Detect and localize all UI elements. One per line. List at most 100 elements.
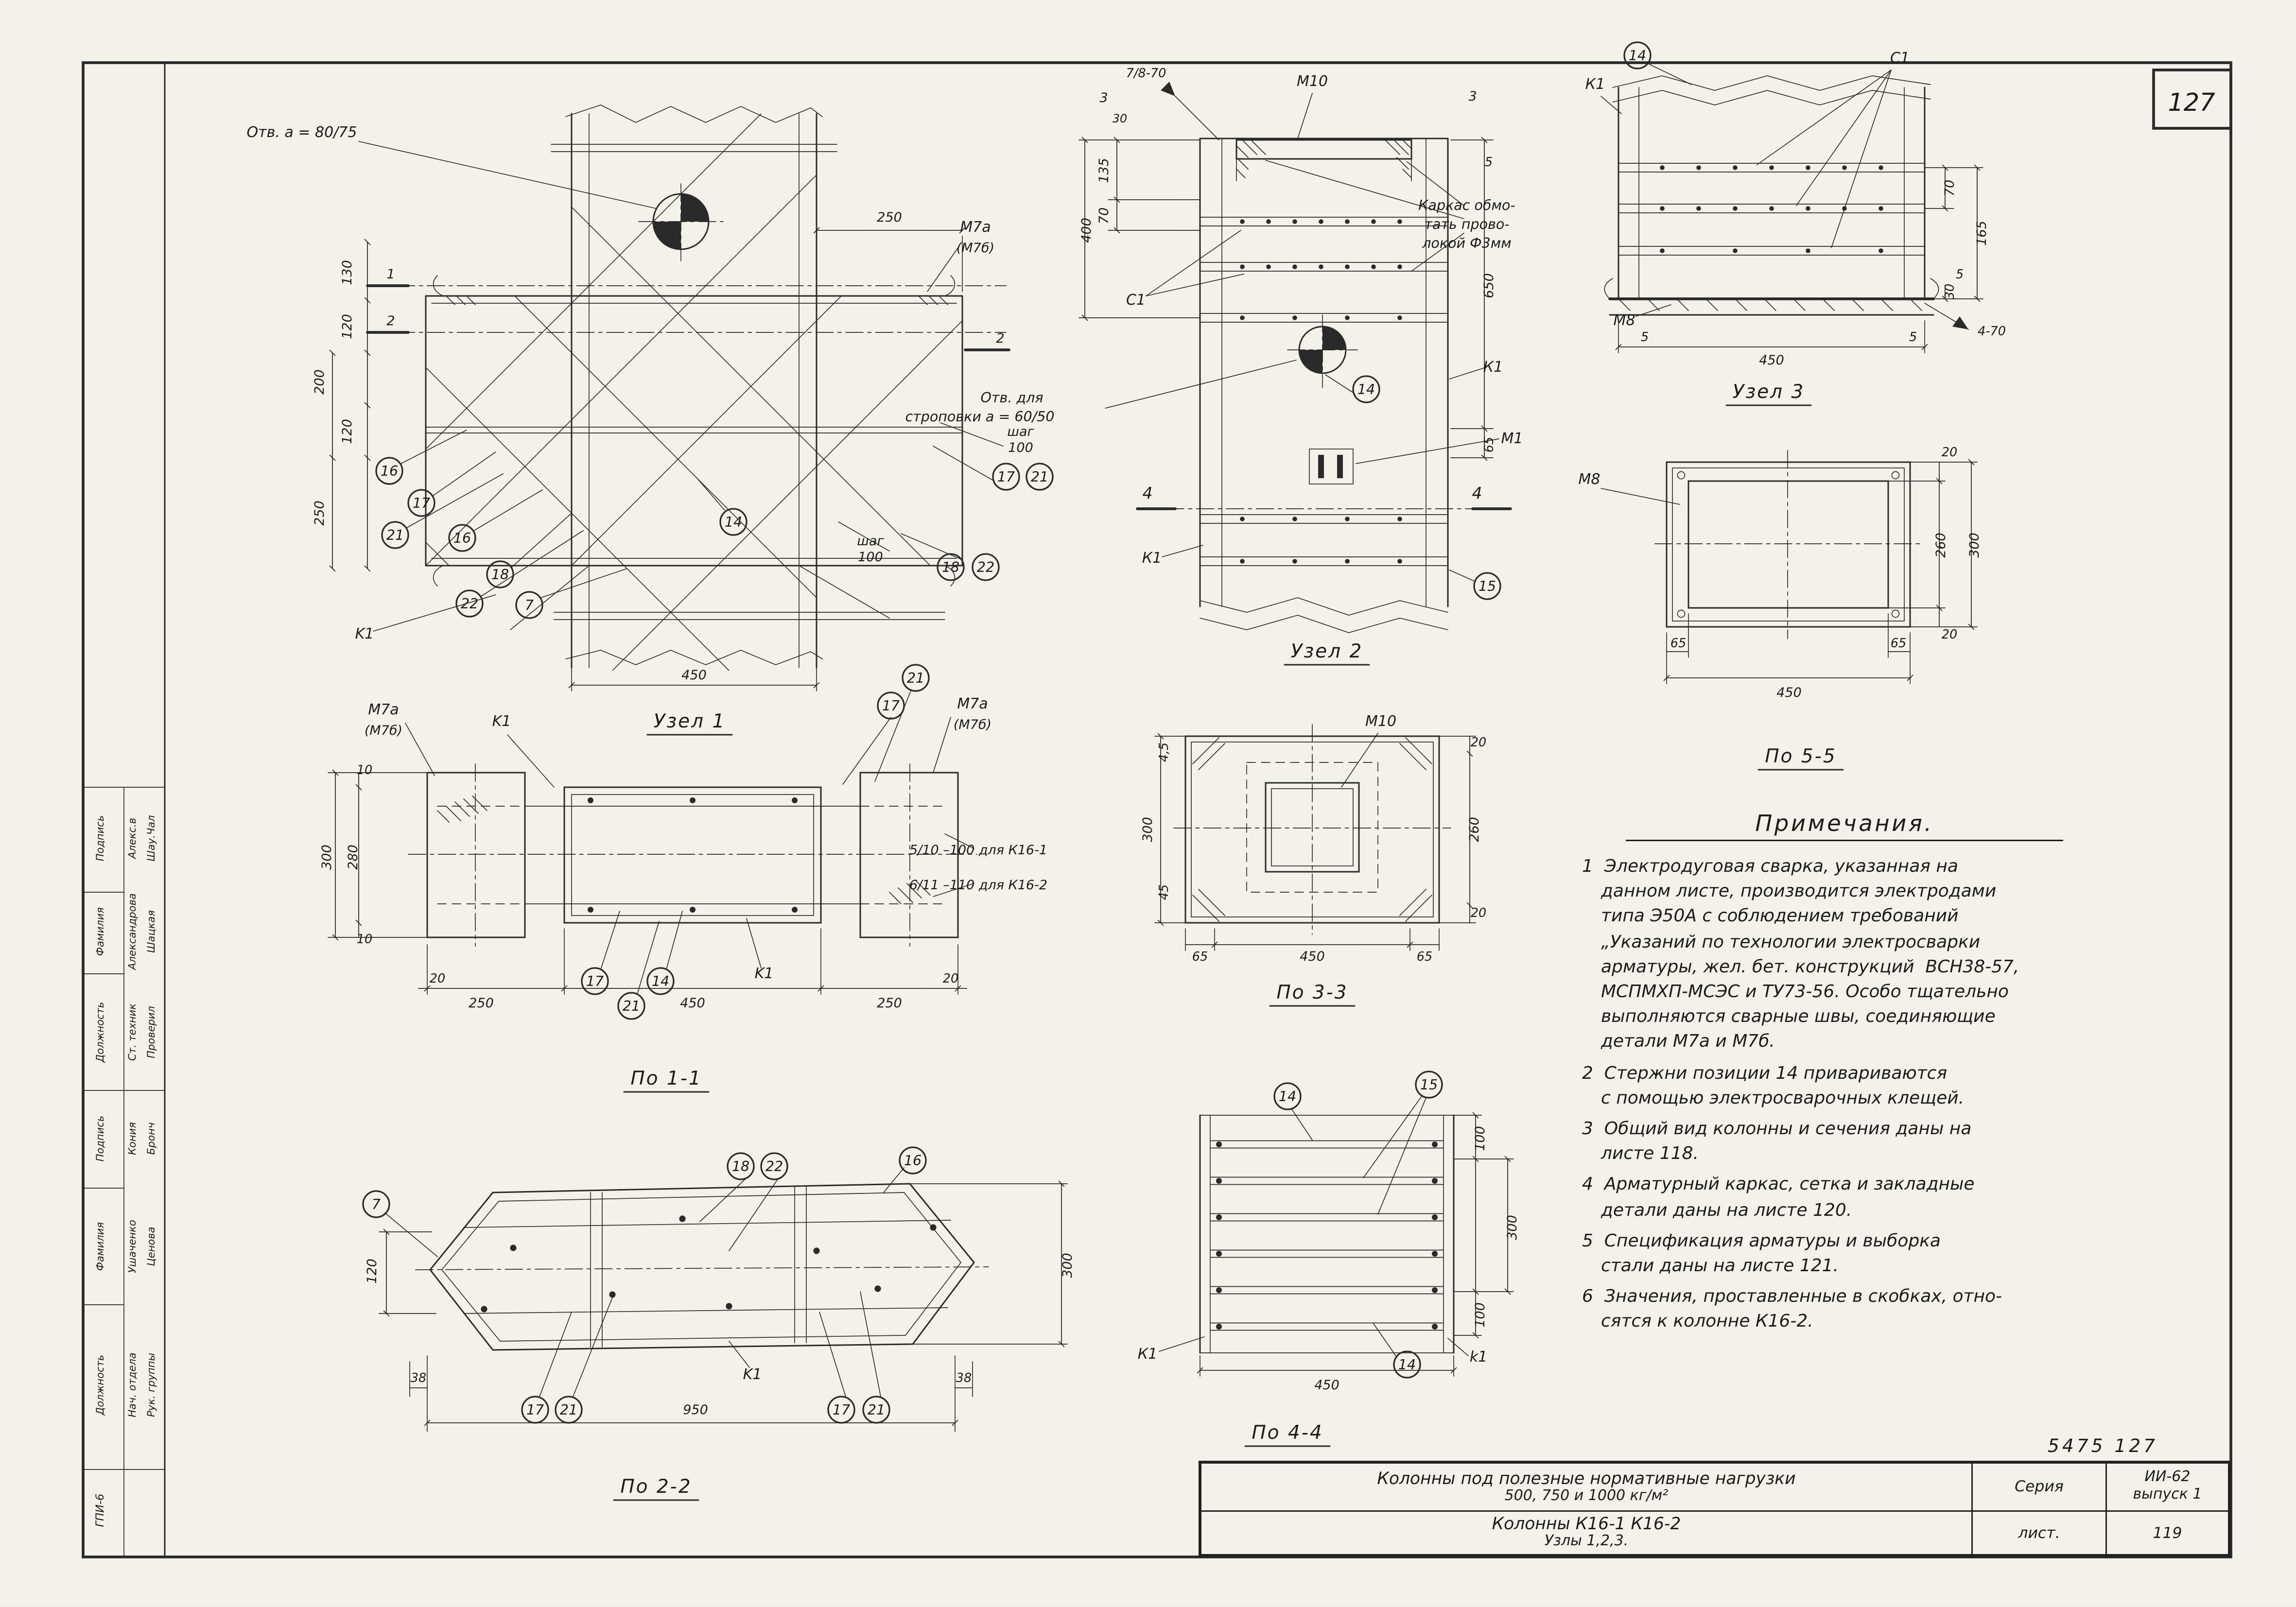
- columns-name: Колонны К16-1 К16-2: [1492, 1513, 1681, 1534]
- dim-label: 65: [1482, 437, 1496, 452]
- title-block-loads: 500, 750 и 1000 кг/м²: [1504, 1487, 1669, 1504]
- callout-7: 7: [362, 1190, 390, 1218]
- dim-label: 100: [1008, 440, 1033, 455]
- dim-label: K1: [355, 625, 374, 642]
- svg-text:17: 17: [882, 698, 900, 714]
- dim-label: М7а: [957, 695, 988, 712]
- dim-label: K1: [492, 713, 511, 730]
- document-number: 5475 127: [2048, 1434, 2158, 1456]
- nodes-name: Узлы 1,2,3.: [1544, 1534, 1629, 1550]
- dim-label: 250: [469, 996, 494, 1011]
- dim-label: 6/11 –110 для К16-2: [909, 878, 1047, 893]
- drawing-title: Узел 2: [1291, 640, 1363, 662]
- callout-22: 22: [760, 1152, 788, 1180]
- stamp-label: Ушаченко: [126, 1220, 138, 1273]
- stamp-label: Рук. группы: [145, 1353, 157, 1417]
- notes-title: Примечания.: [1626, 811, 2063, 841]
- svg-text:14: 14: [1629, 48, 1646, 64]
- dim-label: 100: [1473, 1302, 1488, 1328]
- dim-label: 20: [943, 971, 958, 986]
- dim-label: 65: [1670, 636, 1686, 651]
- svg-text:14: 14: [725, 514, 742, 530]
- dim-label: 38: [956, 1371, 972, 1385]
- dim-label: 65: [1417, 950, 1432, 964]
- stamp-label: Ценова: [145, 1227, 157, 1266]
- sheet-label-cell: лист.: [1971, 1510, 2105, 1554]
- dim-label: 38: [411, 1371, 426, 1385]
- note-line: с помощью электросварочных клещей.: [1601, 1087, 1965, 1108]
- dim-label: М1: [1501, 430, 1523, 447]
- dim-label: 250: [312, 501, 327, 526]
- drawing-title: По 2-2: [620, 1476, 692, 1498]
- callout-17: 17: [877, 691, 905, 720]
- callout-17: 17: [581, 967, 609, 995]
- callout-18: 18: [727, 1152, 755, 1180]
- dim-label: 260: [1933, 533, 1948, 558]
- dim-label: 950: [683, 1402, 708, 1417]
- dim-label: К1: [1142, 550, 1162, 567]
- dim-label: C1: [1126, 292, 1146, 309]
- dim-label: 450: [681, 668, 707, 683]
- dim-label: 450: [1300, 949, 1325, 964]
- callout-16: 16: [448, 524, 476, 552]
- note-line: 3 Общий вид колонны и сечения даны на: [1582, 1118, 1972, 1139]
- stamp-label: Александрова: [126, 893, 138, 970]
- svg-text:7: 7: [372, 1196, 381, 1212]
- dim-label: М10: [1297, 73, 1328, 90]
- dim-label: 4-70: [1978, 324, 2006, 339]
- dim-label: Отв. a = 80/75: [247, 124, 357, 141]
- dim-label: 70: [1942, 180, 1957, 196]
- series-issue: выпуск 1: [2133, 1487, 2202, 1503]
- dim-label: 130: [340, 260, 355, 285]
- dim-label: 7/8-70: [1126, 66, 1166, 81]
- callout-21: 21: [617, 992, 645, 1020]
- callout-21: 21: [555, 1396, 583, 1424]
- uzel-1-drawing: [329, 104, 1010, 691]
- svg-text:15: 15: [1478, 578, 1496, 594]
- dim-label: М7а: [960, 219, 991, 236]
- drawing-title: По 1-1: [630, 1068, 702, 1089]
- svg-text:7: 7: [525, 597, 534, 613]
- sheet-frame: [82, 61, 2232, 1558]
- callout-17: 17: [521, 1396, 549, 1424]
- series-label-cell: Серия: [1971, 1464, 2105, 1510]
- dim-label: 4: [1472, 484, 1482, 502]
- stamp-label: Проверил: [145, 1006, 157, 1058]
- callout-15: 15: [1415, 1071, 1443, 1099]
- stamp-label: Алекс.в: [126, 818, 138, 860]
- svg-text:21: 21: [623, 998, 640, 1014]
- dim-label: 300: [319, 845, 334, 870]
- dim-label: 120: [340, 314, 355, 339]
- dim-label: 65: [1192, 950, 1208, 964]
- svg-text:21: 21: [386, 527, 404, 543]
- svg-text:14: 14: [1398, 1357, 1416, 1373]
- note-line: типа Э50А с соблюдением требований: [1601, 906, 1959, 927]
- dim-label: 280: [346, 845, 361, 870]
- dim-label: 250: [877, 996, 902, 1011]
- title-block-object: Колонны под полезные нормативные нагрузк…: [1377, 1467, 1796, 1488]
- drawing-title: По 5-5: [1765, 745, 1836, 767]
- callout-7: 7: [515, 591, 543, 619]
- dim-label: 4,5: [1157, 743, 1171, 762]
- section-5-5-drawing: [1600, 450, 1978, 684]
- dim-label: 2: [386, 313, 395, 328]
- dim-label: М8: [1614, 312, 1635, 329]
- svg-text:22: 22: [765, 1158, 783, 1175]
- drawing-title: Узел 1: [654, 710, 726, 732]
- callout-14: 14: [719, 508, 748, 536]
- svg-text:21: 21: [868, 1402, 885, 1418]
- note-line: 6 Значения, проставленные в скобках, отн…: [1582, 1286, 2002, 1307]
- svg-text:22: 22: [461, 596, 478, 612]
- uzel-3-drawing: [1600, 64, 1983, 353]
- dim-label: 450: [1759, 353, 1784, 368]
- stamp-label: Подпись: [94, 1116, 106, 1161]
- svg-text:16: 16: [381, 463, 398, 479]
- dim-label: 5: [1485, 155, 1493, 170]
- series-value-cell: ИИ-62 выпуск 1: [2105, 1464, 2228, 1510]
- svg-text:21: 21: [1031, 469, 1048, 485]
- dim-label: 30: [1113, 112, 1128, 125]
- dim-label: 10: [357, 932, 372, 947]
